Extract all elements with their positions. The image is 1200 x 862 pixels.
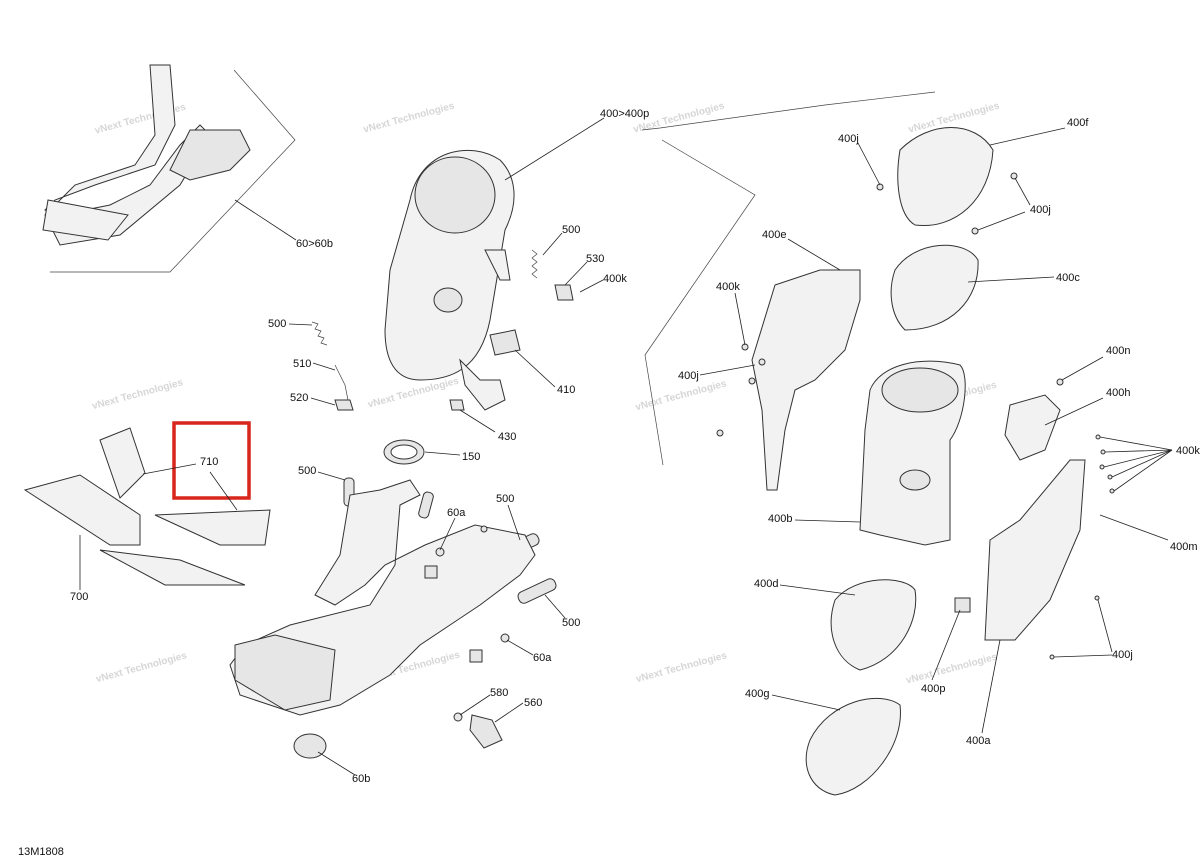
callout-530: 530 — [586, 253, 604, 265]
callout-510: 510 — [293, 358, 311, 370]
watermark-12: vNext Technologies — [905, 651, 999, 686]
callout-400e: 400e — [762, 229, 786, 241]
callout-400b: 400b — [768, 513, 792, 525]
callout-400j-right: 400j — [1030, 204, 1051, 216]
diagram-code: 13M1808 — [18, 846, 64, 858]
watermark-5: vNext Technologies — [91, 377, 185, 412]
callout-400g: 400g — [745, 688, 769, 700]
callout-500-top: 500 — [562, 224, 580, 236]
watermark-6: vNext Technologies — [367, 376, 461, 411]
callout-520: 520 — [290, 392, 308, 404]
callout-60b: 60b — [352, 773, 370, 785]
callout-60-60b: 60>60b — [296, 238, 333, 250]
callout-400k-left: 400k — [716, 281, 740, 293]
callout-500-lower-right: 500 — [562, 617, 580, 629]
callout-700: 700 — [70, 591, 88, 603]
callout-500-lower-left: 500 — [298, 465, 316, 477]
callout-400j-top: 400j — [838, 133, 859, 145]
watermark-9: vNext Technologies — [95, 650, 189, 685]
callout-500-lower-center: 500 — [496, 493, 514, 505]
callout-400d: 400d — [754, 578, 778, 590]
muffler-part — [384, 149, 515, 411]
exhaust-pipe-part — [229, 479, 536, 759]
callout-560: 560 — [524, 697, 542, 709]
callout-400n: 400n — [1106, 345, 1130, 357]
callout-400p: 400p — [921, 683, 945, 695]
callout-60a-top: 60a — [447, 507, 466, 519]
gasket-part — [383, 439, 425, 465]
callout-400k-center: 400k — [603, 273, 627, 285]
callout-500-left: 500 — [268, 318, 286, 330]
inset-exhaust-assembly — [42, 64, 296, 273]
callout-430: 430 — [498, 431, 516, 443]
callout-710: 710 — [200, 456, 218, 468]
right-exploded-group — [641, 91, 1115, 796]
callout-400j-left: 400j — [678, 370, 699, 382]
callout-400-400p: 400>400p — [600, 108, 649, 120]
highlight-box — [172, 421, 251, 500]
heat-shield-parts — [23, 427, 271, 586]
leader-lines — [79, 117, 1173, 776]
callout-400j-bottom: 400j — [1112, 649, 1133, 661]
watermark-7: vNext Technologies — [634, 378, 728, 413]
callout-labels: 60>60b 400>400p 400f 400j 400j 400e 400c… — [70, 108, 1200, 785]
callout-400c: 400c — [1056, 272, 1080, 284]
callout-60a-bottom: 60a — [533, 652, 552, 664]
callout-410: 410 — [557, 384, 575, 396]
callout-400h: 400h — [1106, 387, 1130, 399]
watermark-11: vNext Technologies — [635, 650, 729, 685]
callout-400a: 400a — [966, 735, 991, 747]
callout-580: 580 — [490, 687, 508, 699]
callout-400m: 400m — [1170, 541, 1198, 553]
watermark-1: vNext Technologies — [362, 101, 456, 136]
callout-400k-right: 400k — [1176, 445, 1200, 457]
callout-150: 150 — [462, 451, 480, 463]
callout-400f: 400f — [1067, 117, 1089, 129]
